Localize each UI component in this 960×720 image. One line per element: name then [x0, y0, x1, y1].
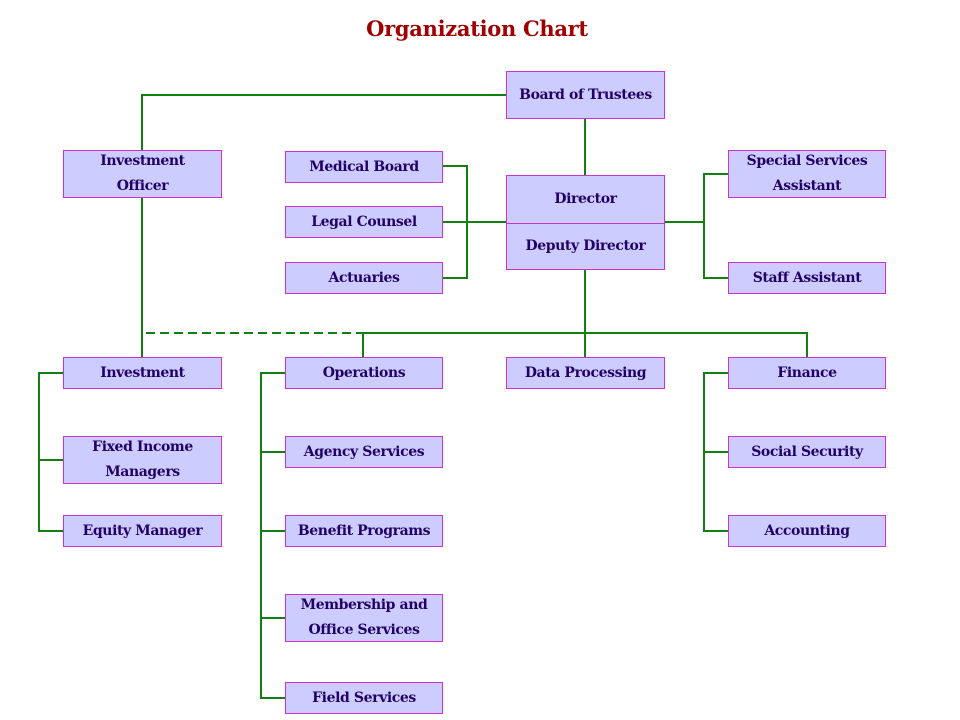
node-label: Staff Assistant [752, 269, 862, 286]
node-label: Fixed Income Managers [92, 439, 193, 480]
node-social-security: Social Security [728, 436, 886, 468]
node-label: Membership and Office Services [300, 597, 428, 638]
node-label: Finance [777, 364, 837, 381]
node-label: Field Services [312, 689, 416, 706]
node-label: Actuaries [328, 269, 400, 286]
node-fixed-income-managers: Fixed Income Managers [63, 436, 222, 484]
node-agency-services: Agency Services [285, 436, 443, 468]
node-label: Legal Counsel [311, 213, 417, 230]
node-label: Benefit Programs [297, 522, 431, 539]
node-data-processing: Data Processing [506, 357, 665, 389]
node-actuaries: Actuaries [285, 262, 443, 294]
node-label: Agency Services [303, 443, 425, 460]
node-label: Board of Trustees [519, 86, 652, 103]
connector-assistants-bracket [703, 173, 728, 279]
node-director: Director [507, 176, 664, 223]
node-finance: Finance [728, 357, 886, 389]
node-equity-manager: Equity Manager [63, 515, 222, 547]
node-label: Deputy Director [525, 237, 646, 254]
node-investment-officer: Investment Officer [63, 150, 222, 198]
connector-divisions-bus [362, 332, 808, 357]
node-operations: Operations [285, 357, 443, 389]
connector-board-investment-officer [141, 94, 506, 150]
node-investment: Investment [63, 357, 222, 389]
node-label: Investment Officer [100, 153, 185, 194]
node-label: Data Processing [524, 364, 647, 381]
node-label: Social Security [751, 443, 863, 460]
node-label: Operations [322, 364, 406, 381]
connector-investment-subtree [38, 372, 63, 532]
node-medical-board: Medical Board [285, 151, 443, 183]
node-label: Equity Manager [82, 522, 203, 539]
node-label: Special Services Assistant [746, 153, 868, 194]
node-accounting: Accounting [728, 515, 886, 547]
node-board-of-trustees: Board of Trustees [506, 71, 665, 119]
node-director-group: Director Deputy Director [506, 175, 665, 270]
connector-operations-subtree [260, 372, 285, 699]
node-deputy-director: Deputy Director [507, 223, 664, 270]
node-label: Medical Board [309, 158, 419, 175]
node-staff-assistant: Staff Assistant [728, 262, 886, 294]
node-label: Accounting [764, 522, 850, 539]
node-special-services-assistant: Special Services Assistant [728, 150, 886, 198]
node-label: Director [554, 191, 617, 208]
node-label: Investment [100, 364, 185, 381]
node-director-divider [507, 222, 664, 224]
node-field-services: Field Services [285, 682, 443, 714]
chart-title: Organization Chart [366, 16, 588, 41]
node-benefit-programs: Benefit Programs [285, 515, 443, 547]
node-legal-counsel: Legal Counsel [285, 206, 443, 238]
node-membership-office-services: Membership and Office Services [285, 594, 443, 642]
